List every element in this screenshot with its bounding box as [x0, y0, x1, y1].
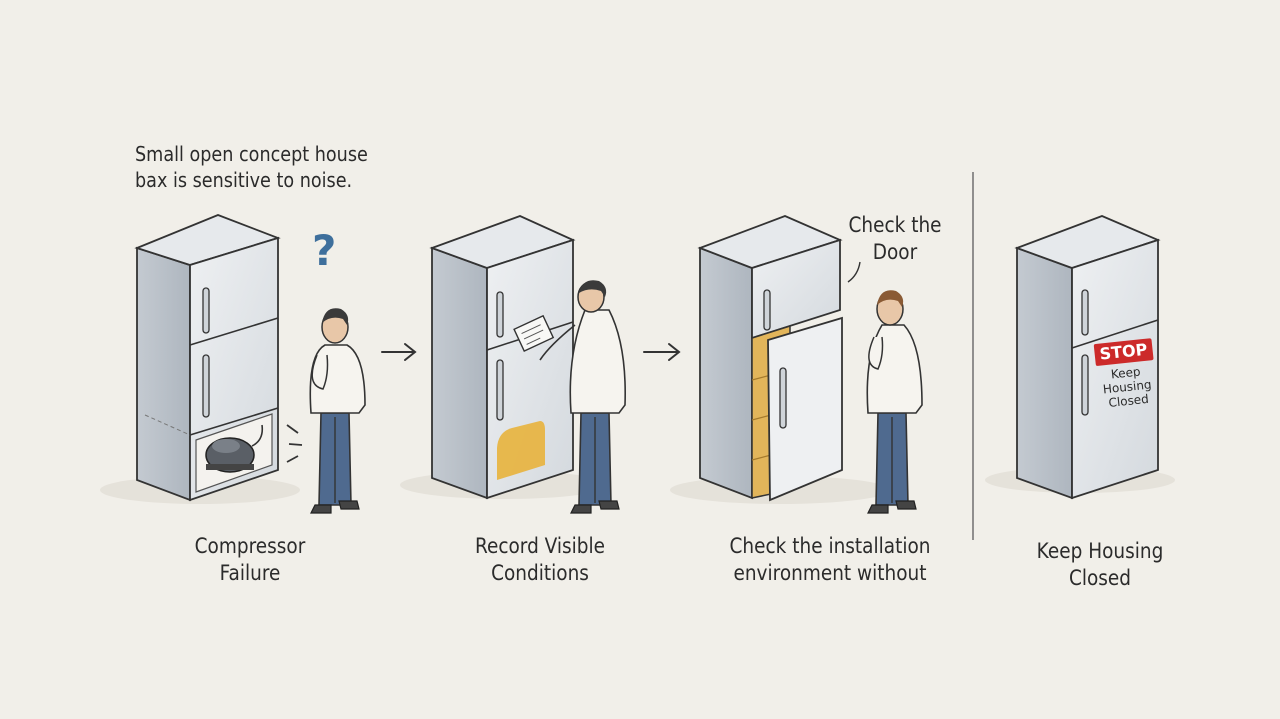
step-3-callout-line-2: Door — [872, 240, 918, 264]
context-note: Small open concept house bax is sensitiv… — [135, 141, 368, 193]
step-2-caption-line-2: Conditions — [491, 561, 589, 585]
step-3-illustration — [670, 215, 923, 514]
step-1-caption: Compressor Failure — [171, 533, 329, 587]
step-2-caption-line-1: Record Visible — [474, 534, 606, 558]
step-4-caption-line-2: Closed — [1068, 566, 1132, 590]
step-3-caption: Check the installation environment witho… — [716, 533, 945, 587]
question-mark-icon: ? — [312, 226, 337, 275]
step-4-caption-line-1: Keep Housing — [1036, 539, 1164, 563]
step-3-callout: Check the Door — [838, 212, 952, 266]
stop-sign-icon: STOP Keep Housing Closed — [1093, 338, 1158, 411]
step-3-caption-line-2: environment without — [733, 561, 927, 585]
noise-lines — [286, 424, 303, 463]
refrigerator-icon — [429, 215, 576, 500]
step-4-caption: Keep Housing Closed — [1021, 538, 1179, 592]
compressor-icon — [205, 424, 264, 473]
step-1-caption-line-1: Compressor — [194, 534, 306, 558]
refrigerator-icon — [1014, 215, 1161, 500]
context-note-line-2: bax is sensitive to noise. — [135, 168, 353, 192]
stop-badge: STOP — [1093, 338, 1154, 367]
step-1-illustration — [100, 214, 366, 514]
step-3-caption-line-1: Check the installation — [729, 534, 931, 558]
step-2-caption: Record Visible Conditions — [461, 533, 619, 587]
arrow-right-icon — [381, 343, 417, 361]
arrow-right-icon — [643, 343, 681, 361]
person-icon — [866, 290, 923, 514]
warning-patch — [497, 421, 545, 480]
step-3-callout-line-1: Check the — [848, 213, 942, 237]
callout-line — [847, 261, 861, 283]
person-icon — [539, 280, 626, 514]
refrigerator-icon — [134, 214, 281, 502]
step-1-caption-line-2: Failure — [219, 561, 281, 585]
context-note-line-1: Small open concept house — [135, 142, 368, 166]
person-icon — [309, 307, 366, 514]
clipboard-icon — [513, 314, 555, 352]
step-4-illustration — [985, 215, 1175, 500]
step-2-illustration — [400, 215, 626, 514]
refrigerator-icon — [697, 215, 843, 502]
